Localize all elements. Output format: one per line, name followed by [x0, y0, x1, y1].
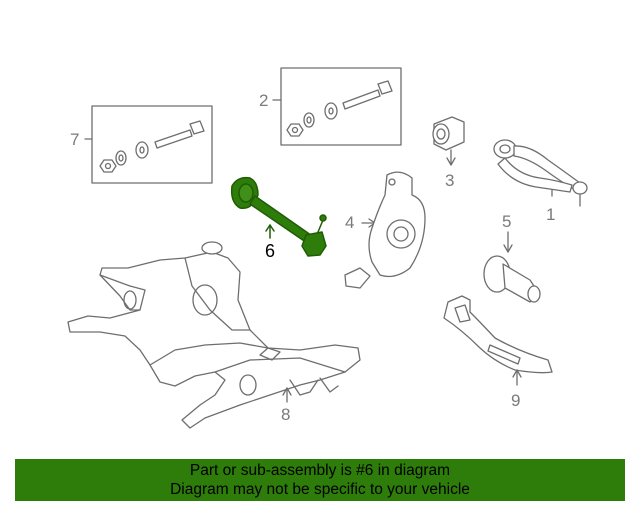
part-9-lower-arm[interactable]: [443, 295, 553, 386]
info-banner: Part or sub-assembly is #6 in diagram Di…: [15, 459, 625, 501]
part-6-lateral-arm[interactable]: [230, 176, 327, 257]
part-8-subframe[interactable]: [67, 241, 361, 429]
callout-1[interactable]: 1: [546, 205, 556, 224]
banner-line-2: Diagram may not be specific to your vehi…: [170, 481, 470, 498]
callout-6[interactable]: 6: [265, 241, 276, 261]
part-1-control-arm[interactable]: [493, 139, 588, 207]
callout-4[interactable]: 4: [345, 213, 355, 232]
part-3-bushing[interactable]: [432, 116, 465, 166]
callout-7[interactable]: 7: [70, 130, 80, 149]
part-4-knuckle[interactable]: [344, 171, 426, 289]
parts-diagram: [67, 67, 588, 429]
callout-8[interactable]: 8: [281, 405, 291, 424]
callout-2[interactable]: 2: [259, 91, 269, 110]
part-5-wheel-hub[interactable]: [483, 231, 541, 303]
part-2-hardware-kit[interactable]: [272, 67, 402, 146]
callout-9[interactable]: 9: [511, 391, 521, 410]
banner-line-1: Part or sub-assembly is #6 in diagram: [189, 462, 451, 479]
callout-3[interactable]: 3: [445, 171, 455, 190]
part-7-hardware-kit[interactable]: [84, 105, 213, 184]
callout-5[interactable]: 5: [502, 212, 512, 231]
